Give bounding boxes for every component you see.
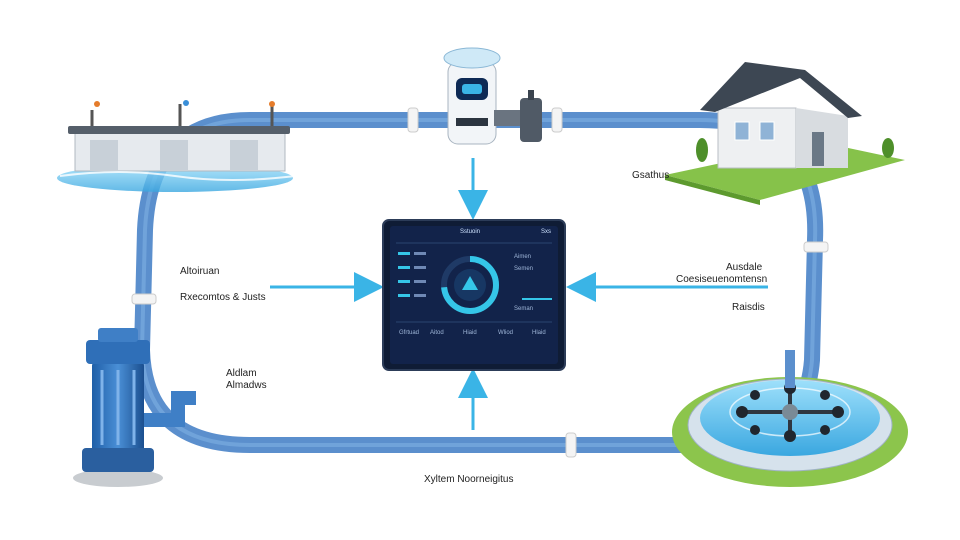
pipe-connector — [803, 241, 829, 253]
label-pump-2: Almadws — [226, 380, 267, 391]
label-left-2: Rxecomtos & Justs — [180, 292, 266, 303]
label-right-1: Ausdale — [726, 262, 763, 273]
dashboard-readout-1: Aimen — [514, 254, 532, 260]
dashboard-readout-3: Seman — [514, 306, 534, 312]
monitoring-dashboard — [382, 219, 566, 371]
dashboard-stat-3: Hiaid — [463, 330, 477, 336]
pipe-connector — [551, 107, 563, 133]
label-left-1: Altoiruan — [180, 266, 220, 277]
pipe-connector — [131, 293, 157, 305]
dashboard-stat-1: Gfrtuad — [399, 330, 420, 336]
dashboard-title: Sstuoin — [460, 229, 481, 235]
pump-icon — [73, 328, 196, 487]
dashboard-stat-2: Aitod — [430, 330, 444, 336]
label-right-2: Coesiseuenomtensn — [676, 274, 768, 285]
label-pump-1: Aldlam — [226, 368, 257, 379]
dashboard-stat-4: Wliod — [498, 330, 514, 336]
label-system-monitoring: Xyltem Noorneigitus — [424, 474, 514, 485]
gauge-ring — [441, 256, 499, 314]
dashboard-corner-label: Sxs — [541, 229, 552, 235]
dashboard-sidebar-list — [398, 252, 426, 297]
label-house: Gsathus — [632, 170, 670, 181]
house-icon — [665, 62, 905, 205]
dashboard-readout-2: Semen — [514, 266, 534, 272]
dashboard-stat-5: Hlaid — [532, 330, 546, 336]
label-right-3: Raisdis — [732, 302, 765, 313]
treatment-plant-icon — [57, 100, 296, 192]
pipe-connector — [565, 432, 577, 458]
treatment-basin-icon — [672, 350, 908, 487]
water-meter-icon — [443, 47, 542, 145]
pipe-connector — [407, 107, 419, 133]
